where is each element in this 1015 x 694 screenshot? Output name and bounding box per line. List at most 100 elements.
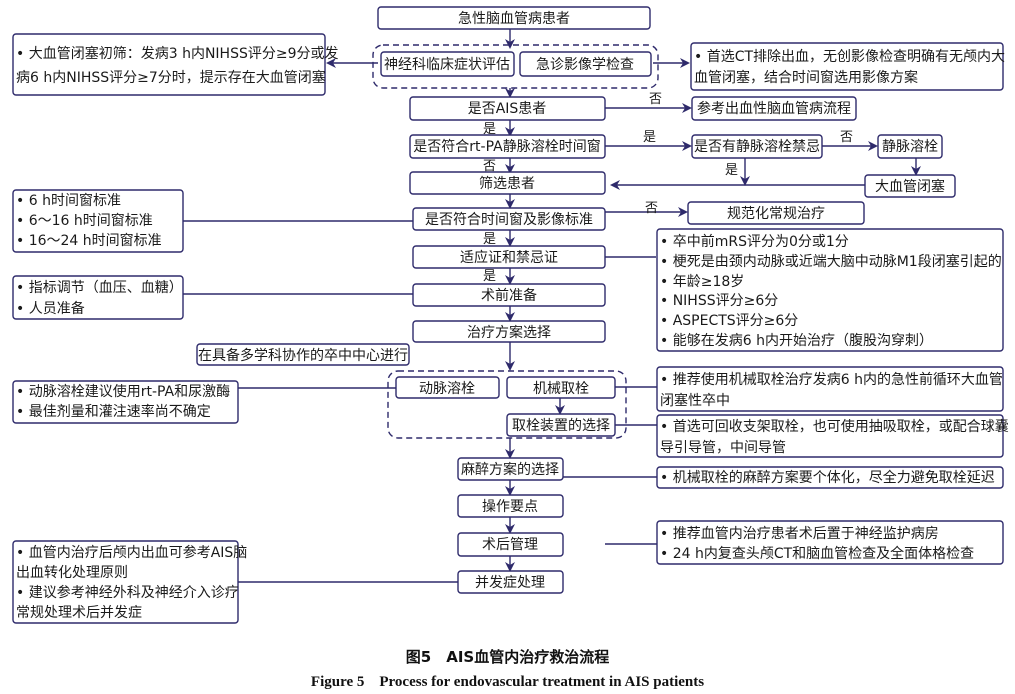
svg-text:• 最佳剂量和灌注速率尚不确定: • 最佳剂量和灌注速率尚不确定	[16, 403, 211, 420]
svg-text:是否AIS患者: 是否AIS患者	[468, 101, 547, 117]
svg-text:机械取栓: 机械取栓	[533, 381, 589, 397]
edge-labels: 否 是 是 否 是 否 否 是 是	[483, 92, 853, 284]
node-preop: 术前准备	[412, 283, 606, 307]
svg-text:• 能够在发病6 h内开始治疗（腹股沟穿刺）: • 能够在发病6 h内开始治疗（腹股沟穿刺）	[660, 332, 933, 349]
node-device: 取栓装置的选择	[506, 413, 616, 437]
svg-text:闭塞性卒中: 闭塞性卒中	[660, 392, 730, 409]
svg-text:术后管理: 术后管理	[482, 537, 538, 553]
svg-text:• 血管内治疗后颅内出血可参考AIS脑: • 血管内治疗后颅内出血可参考AIS脑	[16, 544, 247, 561]
svg-text:• 首选CT排除出血，无创影像检查明确有无颅内大: • 首选CT排除出血，无创影像检查明确有无颅内大	[694, 49, 1005, 65]
svg-text:是否有静脉溶栓禁忌: 是否有静脉溶栓禁忌	[694, 139, 820, 155]
assessment-group	[372, 44, 659, 89]
svg-text:治疗方案选择: 治疗方案选择	[467, 324, 551, 341]
svg-text:参考出血性脑血管病流程: 参考出血性脑血管病流程	[697, 100, 851, 117]
svg-text:动脉溶栓: 动脉溶栓	[419, 381, 475, 397]
note-mt: • 推荐使用机械取栓治疗发病6 h内的急性前循环大血管 闭塞性卒中	[656, 366, 1004, 412]
svg-text:• 梗死是由颈内动脉或近端大脑中动脉M1段闭塞引起的: • 梗死是由颈内动脉或近端大脑中动脉M1段闭塞引起的	[660, 253, 1002, 270]
edge-label-yes: 是	[483, 232, 496, 247]
svg-text:血管闭塞，结合时间窗选用影像方案: 血管闭塞，结合时间窗选用影像方案	[694, 69, 918, 86]
node-key-points: 操作要点	[457, 494, 564, 518]
svg-text:• 机械取栓的麻醉方案要个体化，尽全力避免取栓延迟: • 机械取栓的麻醉方案要个体化，尽全力避免取栓延迟	[660, 469, 995, 486]
edge-label-no: 否	[483, 159, 496, 174]
node-rtpa-window: 是否符合rt-PA静脉溶栓时间窗	[409, 134, 606, 159]
svg-text:取栓装置的选择: 取栓装置的选择	[512, 418, 610, 434]
edge-label-no: 否	[645, 201, 658, 216]
svg-text:• 动脉溶栓建议使用rt-PA和尿激酶: • 动脉溶栓建议使用rt-PA和尿激酶	[16, 383, 230, 400]
node-assess-clinical: 神经科临床症状评估	[380, 51, 515, 77]
svg-text:在具备多学科协作的卒中中心进行: 在具备多学科协作的卒中中心进行	[198, 347, 408, 364]
svg-text:神经科临床症状评估: 神经科临床症状评估	[384, 57, 510, 73]
node-ia-thrombolysis: 动脉溶栓	[395, 376, 500, 399]
note-ia: • 动脉溶栓建议使用rt-PA和尿激酶 • 最佳剂量和灌注速率尚不确定	[12, 380, 239, 424]
svg-text:操作要点: 操作要点	[482, 499, 538, 515]
svg-text:急性脑血管病患者: 急性脑血管病患者	[458, 11, 570, 27]
svg-text:• 6 h时间窗标准: • 6 h时间窗标准	[16, 192, 121, 209]
note-anesthesia: • 机械取栓的麻醉方案要个体化，尽全力避免取栓延迟	[656, 466, 1004, 489]
svg-text:病6 h内NIHSS评分≥7分时，提示存在大血管闭塞: 病6 h内NIHSS评分≥7分时，提示存在大血管闭塞	[16, 69, 326, 86]
node-assess-imaging: 急诊影像学检查	[519, 51, 652, 77]
svg-text:• 首选可回收支架取栓，也可使用抽吸取栓，或配合球囊: • 首选可回收支架取栓，也可使用抽吸取栓，或配合球囊	[660, 418, 1009, 435]
edge-label-yes: 是	[483, 122, 496, 137]
node-thrombectomy: 机械取栓	[506, 376, 616, 399]
svg-text:是否符合rt-PA静脉溶栓时间窗: 是否符合rt-PA静脉溶栓时间窗	[413, 138, 600, 155]
note-windows: • 6 h时间窗标准 • 6～16 h时间窗标准 • 16～24 h时间窗标准	[12, 189, 184, 253]
svg-text:• NIHSS评分≥6分: • NIHSS评分≥6分	[660, 293, 778, 309]
svg-text:麻醉方案的选择: 麻醉方案的选择	[461, 461, 559, 478]
svg-text:• 人员准备: • 人员准备	[16, 300, 85, 317]
caption-en: Figure 5 Process for endovascular treatm…	[310, 674, 705, 690]
svg-text:• 24 h内复查头颅CT和脑血管检查及全面体格检查: • 24 h内复查头颅CT和脑血管检查及全面体格检查	[660, 545, 974, 562]
svg-text:• ASPECTS评分≥6分: • ASPECTS评分≥6分	[660, 313, 798, 329]
node-complications: 并发症处理	[457, 570, 564, 594]
svg-text:• 建议参考神经外科及神经介入诊疗: • 建议参考神经外科及神经介入诊疗	[16, 584, 239, 601]
node-screen: 筛选患者	[409, 171, 606, 195]
note-ct-first: • 首选CT排除出血，无创影像检查明确有无颅内大 血管闭塞，结合时间窗选用影像方…	[690, 42, 1005, 91]
svg-text:• 年龄≥18岁: • 年龄≥18岁	[660, 274, 744, 290]
svg-text:静脉溶栓: 静脉溶栓	[882, 139, 938, 155]
node-iv-thrombolysis: 静脉溶栓	[877, 134, 943, 159]
edge-label-yes: 是	[725, 163, 738, 178]
svg-text:• 卒中前mRS评分为0分或1分: • 卒中前mRS评分为0分或1分	[660, 233, 849, 250]
note-prep: • 指标调节（血压、血糖） • 人员准备	[12, 275, 184, 320]
svg-text:• 指标调节（血压、血糖）: • 指标调节（血压、血糖）	[16, 280, 183, 296]
svg-text:• 推荐血管内治疗患者术后置于神经监护病房: • 推荐血管内治疗患者术后置于神经监护病房	[660, 526, 939, 542]
node-plan: 治疗方案选择	[412, 320, 606, 343]
flowchart: 否 是 是 否 是 否 否 是 是 急性脑血管病患者 神经科临床症状评估 急诊影…	[12, 6, 1009, 624]
edge-label-no: 否	[649, 92, 662, 107]
edge-label-yes: 是	[643, 130, 656, 145]
note-lvo-screen: • 大血管闭塞初筛：发病3 h内NIHSS评分≥9分或发 病6 h内NIHSS评…	[12, 33, 338, 96]
svg-text:出血转化处理原则: 出血转化处理原则	[16, 565, 128, 581]
svg-text:是否符合时间窗及影像标准: 是否符合时间窗及影像标准	[425, 211, 593, 228]
node-lvo: 大血管闭塞	[864, 174, 956, 198]
node-is-ais: 是否AIS患者	[409, 96, 606, 121]
note-criteria: • 卒中前mRS评分为0分或1分 • 梗死是由颈内动脉或近端大脑中动脉M1段闭塞…	[656, 228, 1004, 352]
svg-text:术前准备: 术前准备	[481, 287, 537, 304]
svg-text:规范化常规治疗: 规范化常规治疗	[727, 205, 825, 222]
node-postop: 术后管理	[457, 532, 564, 557]
node-hemorrhage-flow: 参考出血性脑血管病流程	[691, 96, 857, 121]
edge-label-no: 否	[840, 130, 853, 145]
note-complications: • 血管内治疗后颅内出血可参考AIS脑 出血转化处理原则 • 建议参考神经外科及…	[12, 540, 247, 624]
endovascular-group	[387, 370, 627, 439]
svg-text:适应证和禁忌证: 适应证和禁忌证	[460, 249, 558, 266]
svg-text:导引导管，中间导管: 导引导管，中间导管	[660, 440, 786, 456]
node-window-imaging: 是否符合时间窗及影像标准	[412, 207, 606, 231]
svg-text:常规处理术后并发症: 常规处理术后并发症	[16, 605, 142, 621]
note-device: • 首选可回收支架取栓，也可使用抽吸取栓，或配合球囊 导引导管，中间导管	[656, 414, 1009, 458]
svg-text:筛选患者: 筛选患者	[479, 176, 535, 192]
node-iv-contra: 是否有静脉溶栓禁忌	[691, 134, 823, 159]
caption-cn: 图5 AIS血管内治疗救治流程	[405, 648, 610, 666]
edge-label-yes: 是	[483, 269, 496, 284]
node-indications: 适应证和禁忌证	[412, 245, 606, 269]
svg-text:急诊影像学检查: 急诊影像学检查	[536, 57, 634, 73]
note-postop: • 推荐血管内治疗患者术后置于神经监护病房 • 24 h内复查头颅CT和脑血管检…	[656, 520, 1004, 565]
node-anesthesia: 麻醉方案的选择	[457, 457, 564, 481]
svg-text:并发症处理: 并发症处理	[475, 575, 545, 591]
connectors	[183, 29, 921, 583]
svg-text:• 6～16 h时间窗标准: • 6～16 h时间窗标准	[16, 212, 153, 229]
svg-text:大血管闭塞: 大血管闭塞	[875, 178, 945, 195]
node-start: 急性脑血管病患者	[377, 6, 651, 30]
svg-text:• 推荐使用机械取栓治疗发病6 h内的急性前循环大血管: • 推荐使用机械取栓治疗发病6 h内的急性前循环大血管	[660, 371, 1003, 388]
node-stroke-center: 在具备多学科协作的卒中中心进行	[196, 343, 410, 366]
svg-text:• 16～24 h时间窗标准: • 16～24 h时间窗标准	[16, 232, 162, 249]
svg-text:• 大血管闭塞初筛：发病3 h内NIHSS评分≥9分或发: • 大血管闭塞初筛：发病3 h内NIHSS评分≥9分或发	[16, 45, 338, 62]
